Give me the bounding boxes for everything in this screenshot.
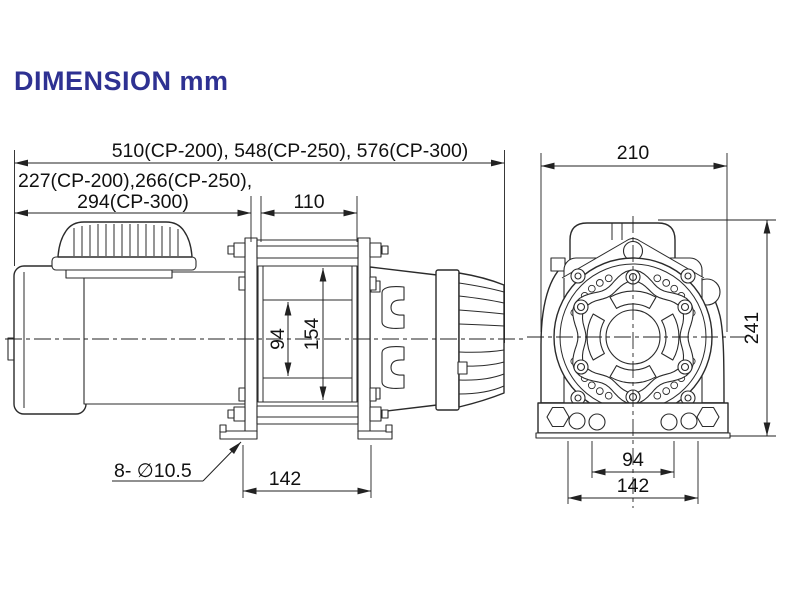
dim-label-overall-length: 510(CP-200), 548(CP-250), 576(CP-300) (112, 140, 469, 162)
motor-end-cover (13, 265, 87, 415)
drum-plate-left (244, 237, 258, 433)
tie-bar-top (256, 239, 359, 259)
bolt-left-bottom-head (227, 409, 235, 419)
clamp-band (435, 269, 460, 411)
dim-label-overall-width: 210 (617, 142, 650, 164)
dim-label-drum-core: 94 (267, 328, 289, 350)
ext-overall-height (658, 219, 776, 437)
mounting-foot-right (357, 430, 393, 440)
drum-core-edges (263, 299, 352, 379)
bolt-left-top-head (227, 245, 235, 255)
gear-housing-latch-bottom (381, 346, 405, 389)
mount-holes-leader (202, 441, 242, 482)
plate-corner-bolts (570, 268, 696, 406)
dim-label-hole-span-outer: 142 (617, 475, 650, 497)
ext-hole-span-outer (567, 441, 699, 504)
ext-foot-span (242, 445, 372, 498)
ribbed-cone (458, 272, 505, 408)
cam-plate-bolts (573, 269, 693, 405)
hub-slot-top (609, 290, 657, 309)
dim-label-hole-span-inner: 94 (622, 449, 644, 471)
dim-label-drum-width: 110 (293, 191, 324, 213)
dim-label-drum-flange: 154 (301, 318, 323, 351)
drum-plate-right (357, 237, 371, 433)
dim-label-motor-section-b: 294(CP-300) (77, 191, 189, 213)
motor-cap-seam (611, 223, 623, 240)
page-title: DIMENSION mm (14, 66, 229, 96)
plate-clip-right-bottom (369, 387, 377, 402)
bolt-left-bottom (233, 406, 246, 422)
brake-cap-flange (51, 256, 197, 271)
dim-label-foot-span: 142 (269, 468, 302, 490)
bolt-right-top-head (381, 245, 389, 255)
drum-flange-edges (262, 266, 353, 402)
brake-cap (57, 221, 193, 258)
bolt-right-bottom (369, 406, 382, 422)
base-hex-hole-left (546, 406, 570, 428)
brake-cap-ribs (73, 224, 179, 256)
base-round-holes (568, 412, 698, 431)
brake-cap-neck (65, 269, 173, 279)
dim-label-overall-height: 241 (741, 312, 763, 345)
plate-clip-right-top (369, 276, 377, 291)
dim-label-mount-holes: 8- ∅10.5 (114, 460, 192, 482)
gear-housing-latch-top (381, 286, 405, 329)
hub-slot-right (661, 313, 680, 361)
drum (257, 265, 358, 403)
tie-bar-bottom (256, 405, 359, 425)
mounting-foot-right-lip (385, 424, 393, 433)
cone-clip (457, 361, 468, 375)
motor-tube (83, 271, 246, 405)
mounting-foot-left (219, 430, 258, 440)
bolt-right-bottom-head (381, 409, 389, 419)
housing-left-tab (550, 257, 566, 272)
plate-clip-left-bottom (238, 387, 246, 402)
side-view: 510(CP-200), 548(CP-250), 576(CP-300) 22… (5, 140, 523, 498)
bolt-right-top (369, 242, 382, 258)
ribbed-cone-ribs (458, 282, 505, 395)
mounting-foot-left-lip (219, 424, 227, 433)
front-view: 210 241 94 142 (527, 142, 776, 508)
ext-overall-width (540, 153, 728, 332)
ext-motor-drum (250, 196, 358, 242)
plate-clip-left-top (238, 276, 246, 291)
dim-label-motor-section-a: 227(CP-200),266(CP-250), (18, 170, 252, 192)
bolt-left-top (233, 242, 246, 258)
base-hex-hole-right (696, 406, 720, 428)
